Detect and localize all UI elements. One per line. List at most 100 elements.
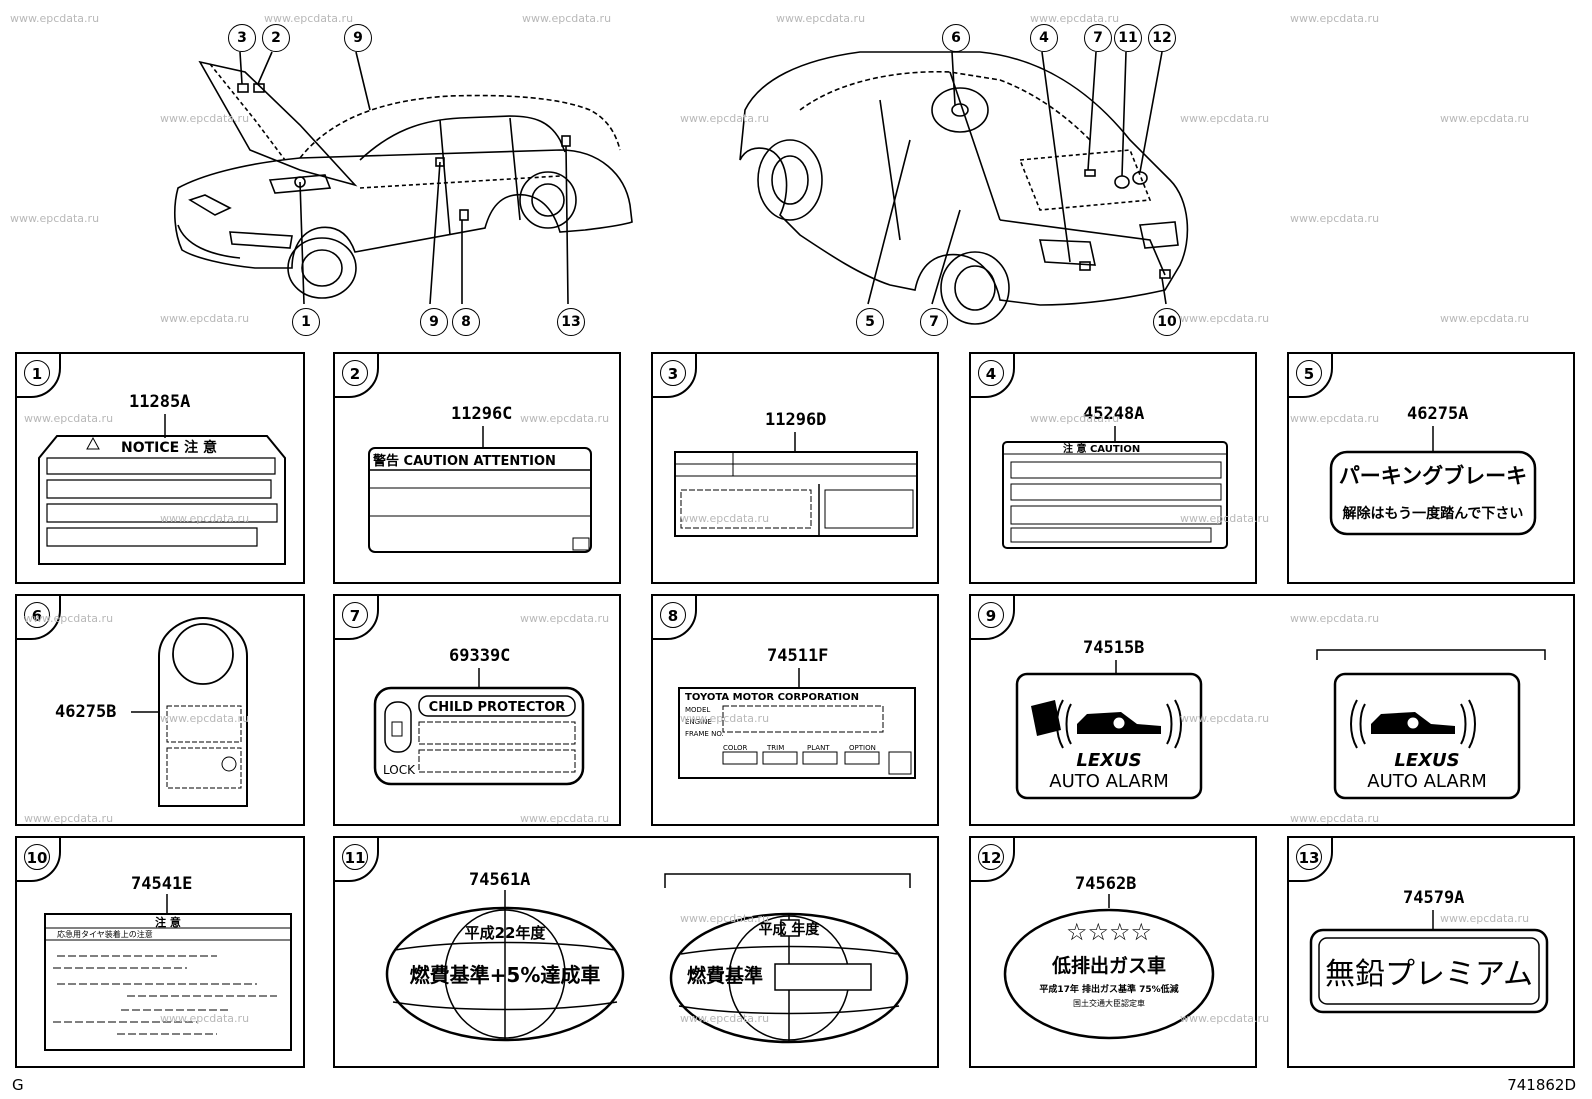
watermark: www.epcdata.ru — [1180, 512, 1270, 525]
front-car-drawing — [174, 51, 633, 305]
fuel-economy-labels: 平成22年度 燃費基準+5%達成車 平成 年度 燃費基準 — [385, 873, 911, 1044]
watermark: www.epcdata.ru — [522, 12, 612, 25]
parking-brake-label: パーキングブレーキ 解除はもう一度踏んで下さい — [1329, 426, 1537, 536]
part-code: 74515B — [1083, 638, 1145, 658]
vehicle-illustrations — [174, 51, 1189, 325]
diagram-id: 741862D — [1507, 1076, 1576, 1094]
part-code: 45248A — [1083, 404, 1145, 424]
ministry-text: 国土交通大臣認定車 — [1073, 998, 1145, 1008]
watermark: www.epcdata.ru — [680, 1012, 770, 1025]
watermark: www.epcdata.ru — [160, 1012, 250, 1025]
watermark: www.epcdata.ru — [24, 812, 114, 825]
corner-mark: G — [12, 1076, 24, 1094]
watermark: www.epcdata.ru — [1030, 12, 1120, 25]
panel-4: 4 45248A 注 意 CAUTION — [969, 352, 1257, 584]
child-protector-label: CHILD PROTECTOR LOCK — [373, 668, 585, 786]
watermark: www.epcdata.ru — [160, 512, 250, 525]
premium-text: 無鉛プレミアム — [1325, 957, 1533, 992]
notice-label: NOTICE 注 意 — [38, 414, 286, 565]
parking-line2: 解除はもう一度踏んで下さい — [1343, 505, 1524, 522]
panel-7: 7 69339C CHILD PROTECTOR LOCK — [333, 594, 621, 826]
callout-8: 8 — [452, 308, 480, 336]
watermark: www.epcdata.ru — [10, 212, 100, 225]
part-code: 74579A — [1403, 888, 1465, 908]
watermark: www.epcdata.ru — [1180, 712, 1270, 725]
auto-alarm-text: AUTO ALARM — [1049, 771, 1168, 792]
rear-car-drawing — [739, 51, 1189, 325]
watermark: www.epcdata.ru — [1030, 412, 1120, 425]
low-emission-text: 低排出ガス車 — [1051, 954, 1166, 977]
panel-8: 8 74511F TOYOTA MOTOR CORPORATION MODEL … — [651, 594, 939, 826]
callout-13: 13 — [557, 308, 585, 336]
fuel-year-text: 平成22年度 — [465, 924, 547, 942]
watermark: www.epcdata.ru — [776, 12, 866, 25]
watermark: www.epcdata.ru — [1290, 612, 1380, 625]
watermark: www.epcdata.ru — [1290, 412, 1380, 425]
panel-number: 8 — [651, 594, 697, 640]
low-emission-label: ☆☆☆☆ 低排出ガス車 平成17年 排出ガス基準 75%低減 国土交通大臣認定車 — [1003, 894, 1215, 1040]
part-code: 74541E — [131, 874, 193, 894]
watermark: www.epcdata.ru — [520, 612, 610, 625]
callout-7-top: 7 — [1084, 24, 1112, 52]
lexus-text: LEXUS — [1076, 750, 1141, 771]
fuel-main-text: 燃費基準+5%達成車 — [410, 963, 601, 987]
caution-label-4: 注 意 CAUTION — [1002, 426, 1228, 549]
model-text: MODEL — [685, 706, 710, 714]
watermark: www.epcdata.ru — [680, 112, 770, 125]
engine-text: ENGINE — [685, 718, 712, 726]
part-code: 74561A — [469, 870, 531, 890]
panel-2: 2 11296C 警告 CAUTION ATTENTION — [333, 352, 621, 584]
fuel-year2-text: 平成 年度 — [759, 921, 821, 938]
watermark: www.epcdata.ru — [520, 812, 610, 825]
watermark: www.epcdata.ru — [160, 712, 250, 725]
watermark: www.epcdata.ru — [1290, 212, 1380, 225]
vehicle-id-plate: TOYOTA MOTOR CORPORATION MODEL ENGINE FR… — [678, 668, 916, 779]
emission-line-text: 平成17年 排出ガス基準 75%低減 — [1039, 983, 1178, 995]
frame-text: FRAME NO. — [685, 730, 724, 738]
watermark: www.epcdata.ru — [1180, 312, 1270, 325]
panel-number: 7 — [333, 594, 379, 640]
callout-9-top: 9 — [344, 24, 372, 52]
callout-11: 11 — [1114, 24, 1142, 52]
callout-1: 1 — [292, 308, 320, 336]
option-text: OPTION — [849, 744, 876, 752]
callout-10: 10 — [1153, 308, 1181, 336]
panel-11: 11 74561A 平成22年度 燃費基準+5%達成車 平成 年度 燃費基準 — [333, 836, 939, 1068]
warning10-text: 注 意 — [155, 915, 181, 929]
caution-text: 警告 CAUTION ATTENTION — [373, 453, 556, 469]
child-protector-text: CHILD PROTECTOR — [429, 700, 566, 715]
watermark: www.epcdata.ru — [160, 112, 250, 125]
panel-3: 3 11296D — [651, 352, 939, 584]
watermark: www.epcdata.ru — [680, 912, 770, 925]
part-code: 46275B — [55, 702, 117, 722]
callout-7-bottom: 7 — [920, 308, 948, 336]
tire-line-text: 応急用タイヤ装着上の注意 — [57, 929, 153, 939]
watermark: www.epcdata.ru — [520, 412, 610, 425]
panel-10: 10 74541E 注 意 応急用タイヤ装着上の注意 — [15, 836, 305, 1068]
hang-tag-label — [131, 616, 248, 807]
part-code: 11296D — [765, 410, 827, 430]
watermark: www.epcdata.ru — [1290, 812, 1380, 825]
panel-12: 12 74562B ☆☆☆☆ 低排出ガス車 平成17年 排出ガス基準 75%低減… — [969, 836, 1257, 1068]
stars-text: ☆☆☆☆ — [1066, 918, 1152, 946]
color-text: COLOR — [723, 744, 748, 752]
part-code: 11296C — [451, 404, 513, 424]
part-code: 11285A — [129, 392, 191, 412]
fuel-main2-text: 燃費基準 — [687, 964, 763, 987]
engine-service-label — [674, 432, 918, 537]
watermark: www.epcdata.ru — [160, 312, 250, 325]
callout-5: 5 — [856, 308, 884, 336]
notice-text: NOTICE 注 意 — [121, 439, 217, 456]
plant-text: PLANT — [807, 744, 830, 752]
panel-6: 6 46275B — [15, 594, 305, 826]
toyota-text: TOYOTA MOTOR CORPORATION — [685, 692, 859, 703]
watermark: www.epcdata.ru — [1180, 1012, 1270, 1025]
watermark: www.epcdata.ru — [264, 12, 354, 25]
callout-4: 4 — [1030, 24, 1058, 52]
parking-line1: パーキングブレーキ — [1339, 464, 1527, 488]
lock-text: LOCK — [383, 763, 416, 777]
callout-6: 6 — [942, 24, 970, 52]
watermark: www.epcdata.ru — [1180, 112, 1270, 125]
premium-fuel-label: 無鉛プレミアム — [1309, 910, 1549, 1014]
